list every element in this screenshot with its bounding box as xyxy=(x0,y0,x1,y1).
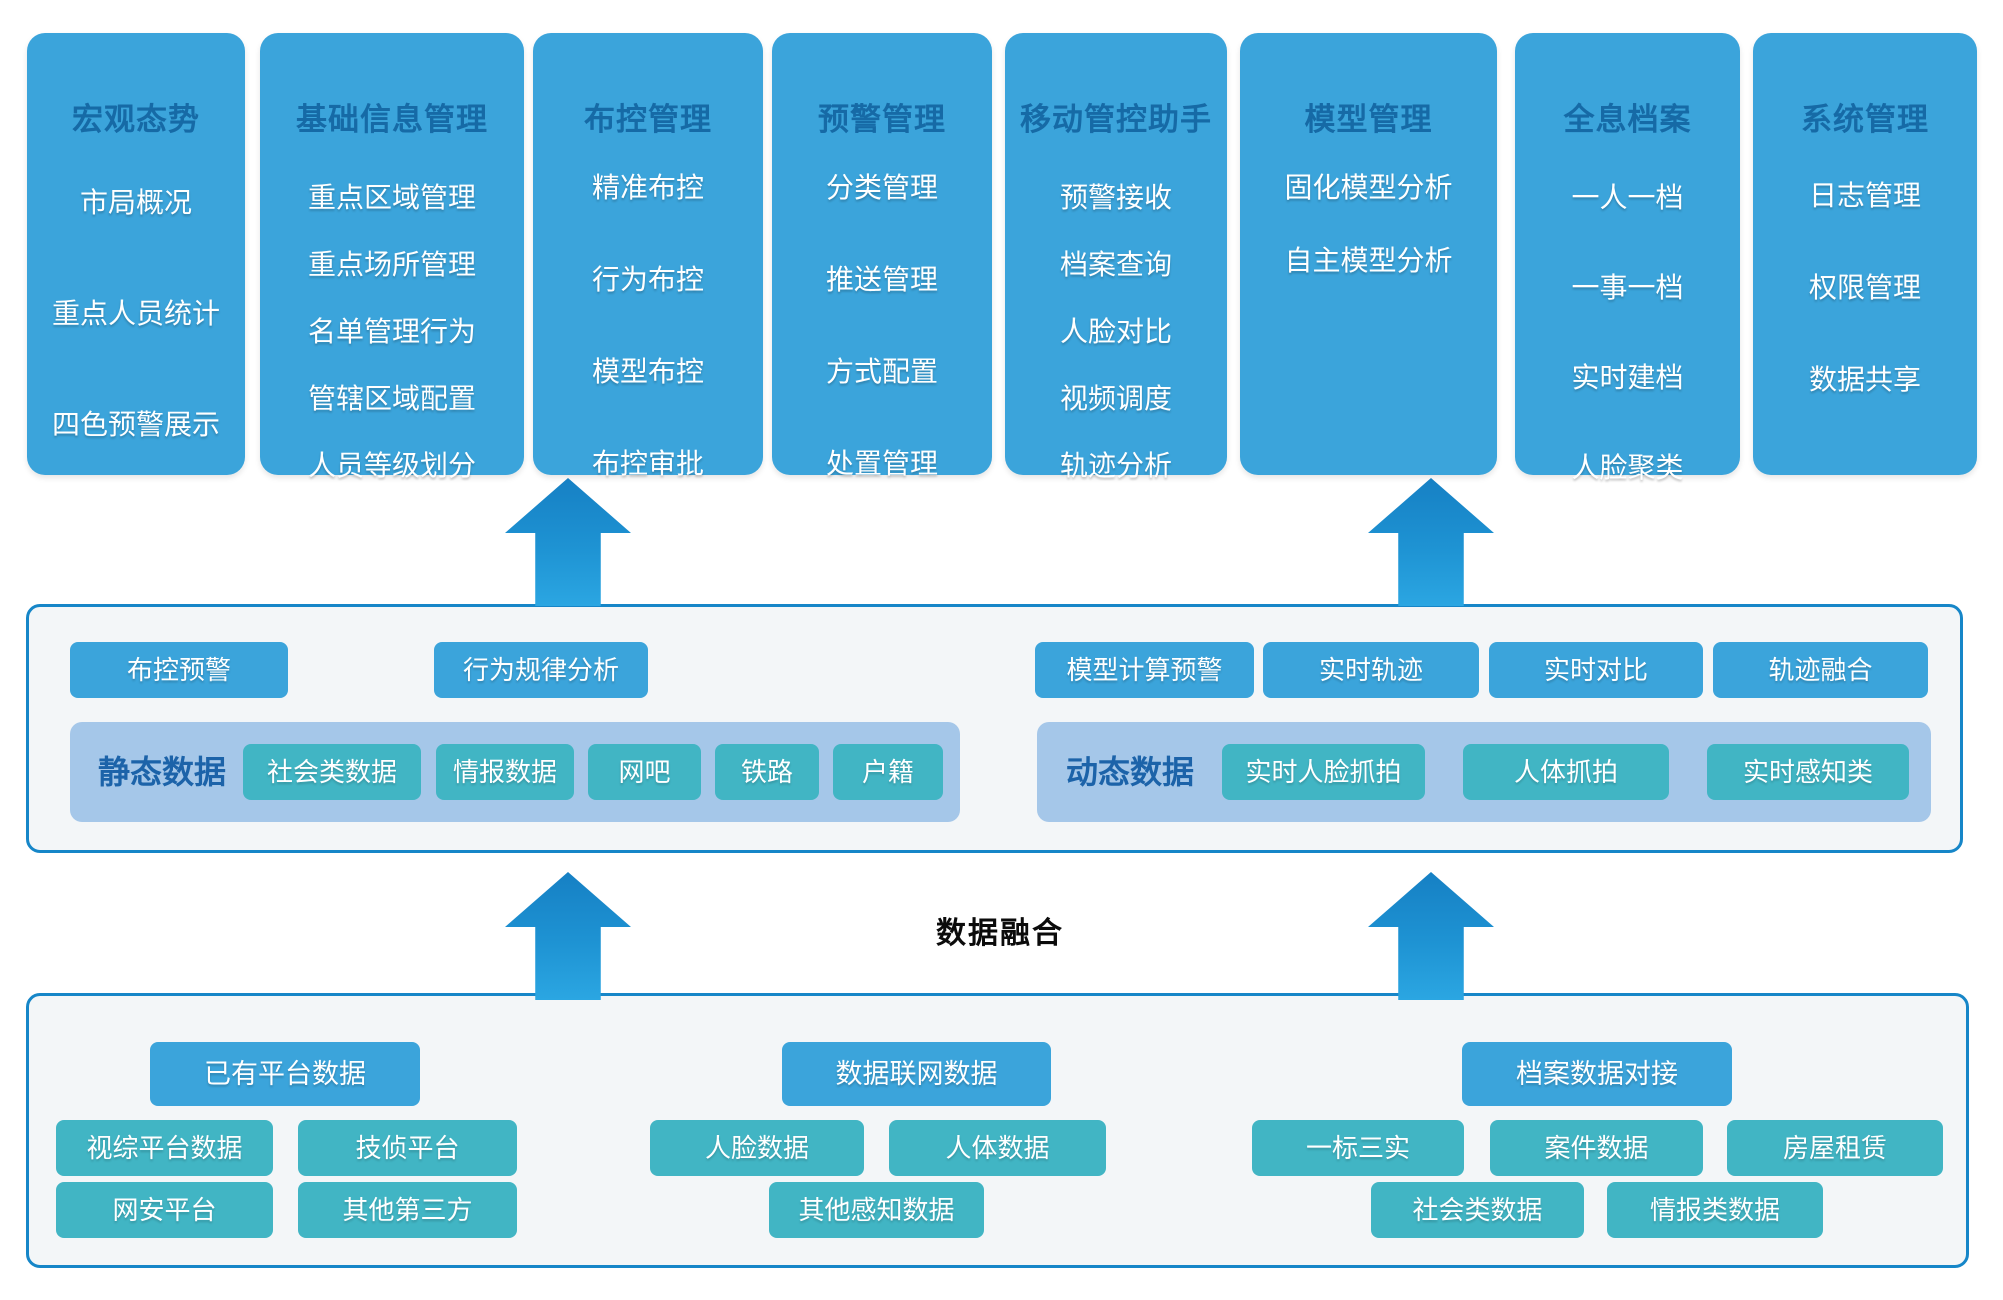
source-button: 房屋租赁 xyxy=(1727,1120,1943,1176)
column-item: 分类管理 xyxy=(825,172,938,203)
up-arrow-icon xyxy=(505,872,631,1000)
column-item: 名单管理行为 xyxy=(307,316,476,347)
column-item: 四色预警展示 xyxy=(51,409,220,440)
data-fusion-label: 数据融合 xyxy=(936,917,1064,950)
column-item: 数据共享 xyxy=(1808,364,1921,395)
column-title: 全息档案 xyxy=(1563,102,1692,137)
column-item: 一事一档 xyxy=(1571,272,1684,303)
source-button: 其他感知数据 xyxy=(769,1182,984,1238)
column-item: 预警接收 xyxy=(1059,182,1172,213)
module-column: 宏观态势市局概况重点人员统计四色预警展示 xyxy=(27,33,245,475)
source-header: 数据联网数据 xyxy=(782,1042,1051,1106)
source-button: 技侦平台 xyxy=(298,1120,517,1176)
column-item: 管辖区域配置 xyxy=(307,383,476,414)
column-item: 重点人员统计 xyxy=(51,298,220,329)
column-title: 布控管理 xyxy=(584,102,712,137)
column-item: 重点场所管理 xyxy=(307,249,476,280)
band-button: 实时人脸抓拍 xyxy=(1222,744,1425,800)
column-title: 系统管理 xyxy=(1801,102,1929,137)
dynamic-data-label: 动态数据 xyxy=(1065,754,1194,790)
column-item: 一人一档 xyxy=(1571,182,1684,213)
column-item: 实时建档 xyxy=(1571,362,1684,393)
module-column: 全息档案一人一档一事一档实时建档人脸聚类 xyxy=(1515,33,1740,483)
up-arrow-icon xyxy=(1368,478,1494,606)
static-data-label: 静态数据 xyxy=(97,754,226,790)
column-item: 人员等级划分 xyxy=(307,450,476,481)
analysis-button: 行为规律分析 xyxy=(434,642,648,698)
source-button: 一标三实 xyxy=(1252,1120,1464,1176)
module-column: 移动管控助手预警接收档案查询人脸对比视频调度轨迹分析 xyxy=(1005,33,1227,481)
up-arrow-icon xyxy=(1368,872,1494,1000)
band-button: 网吧 xyxy=(588,744,701,800)
source-header: 档案数据对接 xyxy=(1462,1042,1732,1106)
module-column: 预警管理分类管理推送管理方式配置处置管理 xyxy=(772,33,992,479)
column-item: 重点区域管理 xyxy=(307,182,476,213)
source-header: 已有平台数据 xyxy=(150,1042,420,1106)
column-item: 精准布控 xyxy=(591,172,704,203)
source-button: 网安平台 xyxy=(56,1182,273,1238)
column-item: 轨迹分析 xyxy=(1059,450,1172,481)
source-button: 人脸数据 xyxy=(650,1120,864,1176)
column-title: 宏观态势 xyxy=(72,102,200,137)
module-column: 模型管理固化模型分析自主模型分析 xyxy=(1240,33,1497,475)
column-title: 预警管理 xyxy=(818,102,946,137)
column-item: 处置管理 xyxy=(825,448,938,479)
module-column: 系统管理日志管理权限管理数据共享 xyxy=(1753,33,1977,475)
column-title: 移动管控助手 xyxy=(1020,102,1212,137)
analysis-button: 实时对比 xyxy=(1489,642,1703,698)
column-item: 布控审批 xyxy=(591,448,704,479)
band-button: 铁路 xyxy=(715,744,819,800)
column-item: 行为布控 xyxy=(591,264,704,295)
column-item: 档案查询 xyxy=(1059,249,1172,280)
column-item: 权限管理 xyxy=(1808,272,1921,303)
column-title: 基础信息管理 xyxy=(296,102,488,137)
source-button: 视综平台数据 xyxy=(56,1120,273,1176)
column-item: 视频调度 xyxy=(1059,383,1172,414)
source-button: 其他第三方 xyxy=(298,1182,517,1238)
column-item: 自主模型分析 xyxy=(1284,245,1453,276)
band-button: 情报数据 xyxy=(436,744,574,800)
source-button: 人体数据 xyxy=(889,1120,1106,1176)
band-button: 人体抓拍 xyxy=(1463,744,1669,800)
source-button: 案件数据 xyxy=(1490,1120,1703,1176)
column-item: 人脸对比 xyxy=(1059,316,1172,347)
up-arrow-icon xyxy=(505,478,631,606)
column-item: 方式配置 xyxy=(825,356,938,387)
column-item: 固化模型分析 xyxy=(1284,172,1453,203)
column-item: 日志管理 xyxy=(1808,180,1921,211)
module-column: 布控管理精准布控行为布控模型布控布控审批 xyxy=(533,33,763,479)
band-button: 户籍 xyxy=(833,744,943,800)
source-button: 情报类数据 xyxy=(1607,1182,1823,1238)
analysis-button: 轨迹融合 xyxy=(1713,642,1928,698)
column-item: 推送管理 xyxy=(825,264,938,295)
band-button: 社会类数据 xyxy=(243,744,421,800)
column-title: 模型管理 xyxy=(1304,102,1433,137)
column-item: 市局概况 xyxy=(79,187,192,218)
column-item: 模型布控 xyxy=(591,356,704,387)
source-button: 社会类数据 xyxy=(1371,1182,1584,1238)
analysis-button: 实时轨迹 xyxy=(1263,642,1479,698)
analysis-button: 模型计算预警 xyxy=(1035,642,1254,698)
band-button: 实时感知类 xyxy=(1707,744,1909,800)
module-column: 基础信息管理重点区域管理重点场所管理名单管理行为管辖区域配置人员等级划分 xyxy=(260,33,524,481)
column-item: 人脸聚类 xyxy=(1571,452,1684,483)
analysis-button: 布控预警 xyxy=(70,642,288,698)
